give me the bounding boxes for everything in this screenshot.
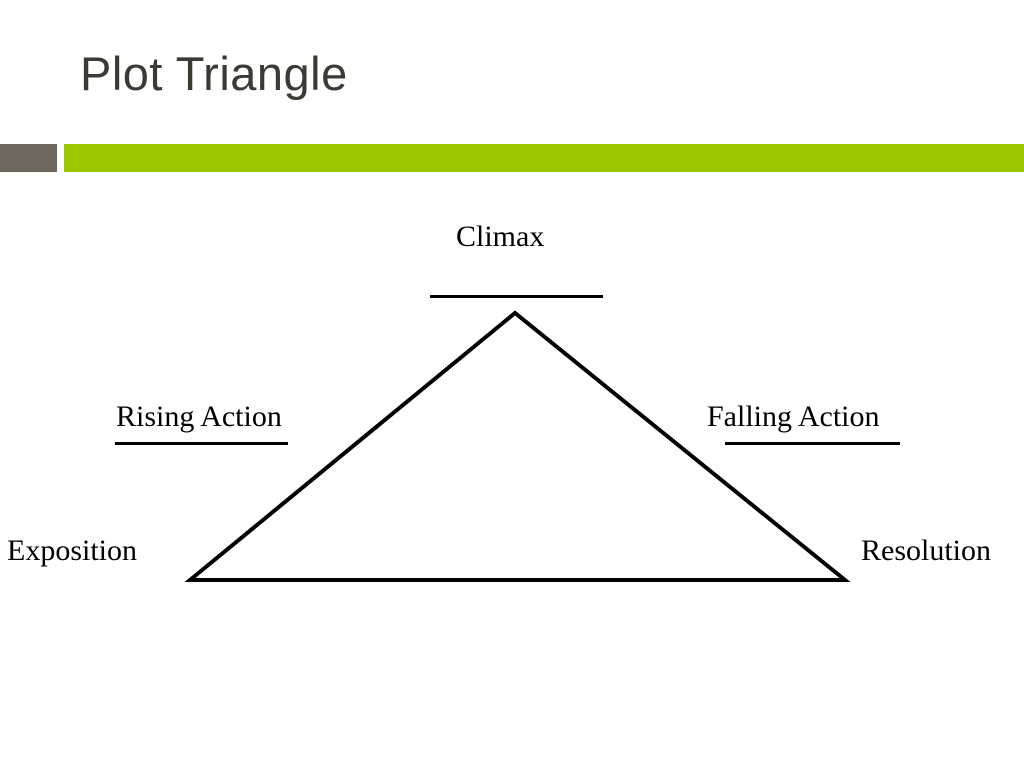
label-resolution: Resolution	[861, 534, 992, 567]
label-falling-action: Falling Action	[707, 400, 880, 433]
label-climax: Climax	[456, 220, 545, 253]
label-falling-action-underline	[725, 442, 900, 445]
page-title: Plot Triangle	[80, 47, 348, 100]
label-climax-underline	[430, 295, 603, 298]
label-exposition: Exposition	[7, 534, 138, 567]
accent-bar-gray-block	[0, 144, 57, 172]
accent-bar-green-block	[64, 144, 1024, 172]
label-rising-action-underline	[115, 442, 288, 445]
title-accent-bar	[0, 144, 1024, 172]
label-rising-action: Rising Action	[116, 400, 282, 433]
